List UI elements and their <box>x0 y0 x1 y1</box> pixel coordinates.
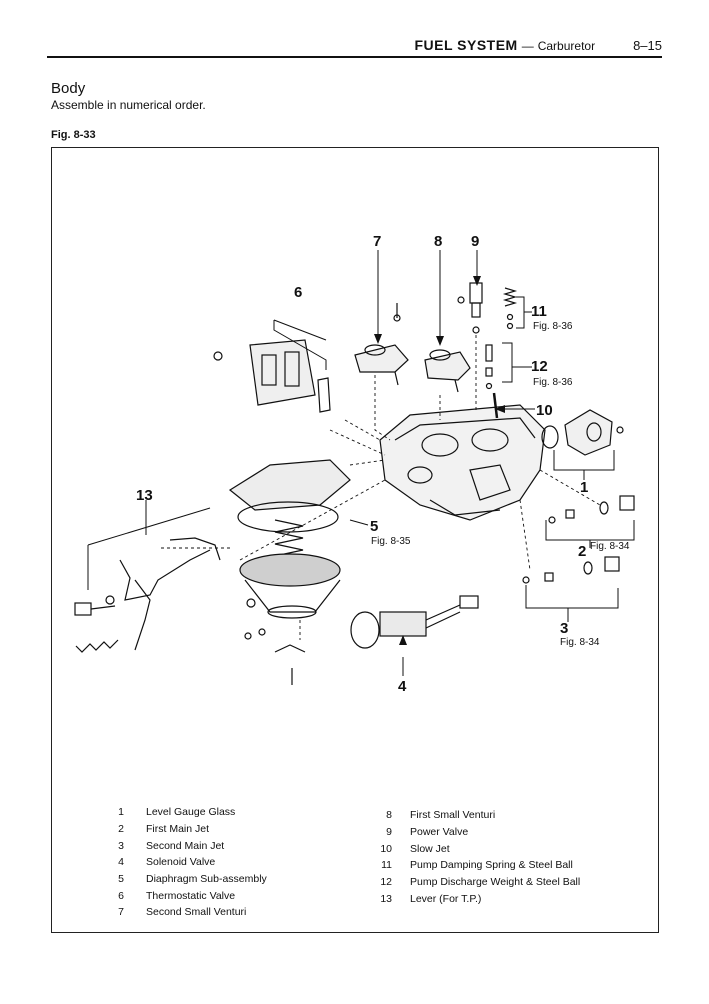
callout-6: 6 <box>294 284 302 301</box>
legend-row: 7 Second Small Venturi <box>92 904 267 921</box>
tp-lever <box>74 537 221 653</box>
page-number: 8–15 <box>633 38 662 53</box>
legend-row: 4 Solenoid Valve <box>92 854 267 871</box>
legend-row: 1 Level Gauge Glass <box>92 804 267 821</box>
legend-row: 2 First Main Jet <box>92 821 267 838</box>
page-header: FUEL SYSTEM — Carburetor 8–15 <box>47 34 662 58</box>
legend-label: First Main Jet <box>146 823 210 836</box>
legend-row: 5 Diaphragm Sub-assembly <box>92 871 267 888</box>
callout-1: 1 <box>580 479 588 496</box>
header-dash: — <box>521 39 534 53</box>
legend-row: 9 Power Valve <box>352 824 580 841</box>
legend-num: 8 <box>386 809 392 822</box>
callout-7: 7 <box>373 233 381 250</box>
legend-num: 11 <box>381 859 392 872</box>
legend-right: 8 First Small Venturi 9 Power Valve 10 Slow… <box>352 807 580 907</box>
legend-label: Diaphragm Sub-assembly <box>146 873 267 886</box>
callout-4: 4 <box>398 678 407 695</box>
ref-3: Fig. 8-34 <box>560 637 600 648</box>
ref-5: Fig. 8-35 <box>371 536 411 547</box>
legend-num: 3 <box>118 839 124 852</box>
first-main-jet <box>548 495 635 524</box>
legend-label: Thermostatic Valve <box>146 889 236 902</box>
diaphragm-sub-assembly <box>228 459 351 685</box>
callout-10: 10 <box>536 402 553 419</box>
legend-row: 8 First Small Venturi <box>352 807 580 824</box>
figure-frame <box>51 147 659 933</box>
legend-num: 9 <box>386 826 392 839</box>
legend-label: Second Small Venturi <box>146 906 247 919</box>
callout-9: 9 <box>471 233 479 250</box>
legend-num: 7 <box>118 906 124 919</box>
level-gauge-glass <box>541 409 624 456</box>
page-title: Body <box>51 80 86 97</box>
callout-8: 8 <box>434 233 442 250</box>
legend-label: Level Gauge Glass <box>146 806 236 819</box>
legend-label: Power Valve <box>410 826 469 839</box>
legend-row: 11 Pump Damping Spring & Steel Ball <box>352 857 580 874</box>
ref-11: Fig. 8-36 <box>533 321 573 332</box>
pump-discharge-weight <box>485 344 493 390</box>
legend-row: 3 Second Main Jet <box>92 837 267 854</box>
legend-label: Slow Jet <box>410 842 450 855</box>
ref-12: Fig. 8-36 <box>533 377 573 388</box>
figure-label: Fig. 8-33 <box>51 129 96 141</box>
legend-label: Pump Damping Spring & Steel Ball <box>410 859 573 872</box>
section-title: FUEL SYSTEM <box>414 37 518 53</box>
legend-num: 5 <box>118 873 124 886</box>
callout-5: 5 <box>370 518 378 535</box>
solenoid-valve <box>350 595 479 649</box>
power-valve <box>457 282 483 334</box>
legend-label: Lever (For T.P.) <box>410 892 482 905</box>
legend-num: 2 <box>118 823 124 836</box>
legend-num: 13 <box>380 892 392 905</box>
pump-damping-spring <box>502 287 518 330</box>
carburetor-body <box>379 404 546 521</box>
legend-num: 1 <box>118 806 124 819</box>
legend-row: 10 Slow Jet <box>352 840 580 857</box>
ref-2: Fig. 8-34 <box>590 541 630 552</box>
slow-jet <box>492 392 499 419</box>
callout-2: 2 <box>578 543 586 560</box>
callout-3: 3 <box>560 620 568 637</box>
legend-row: 13 Lever (For T.P.) <box>352 890 580 907</box>
legend-num: 4 <box>118 856 124 869</box>
subsection-title: Carburetor <box>537 39 596 53</box>
legend-row: 12 Pump Discharge Weight & Steel Ball <box>352 874 580 891</box>
callout-13: 13 <box>136 487 153 504</box>
callout-11: 11 <box>531 303 547 320</box>
legend-label: Second Main Jet <box>146 839 225 852</box>
legend-num: 10 <box>380 842 392 855</box>
legend-num: 12 <box>380 876 392 889</box>
second-small-venturi <box>354 303 409 386</box>
page-subtitle: Assemble in numerical order. <box>51 98 206 112</box>
first-small-venturi <box>424 349 471 393</box>
legend-row: 6 Thermostatic Valve <box>92 887 267 904</box>
legend-num: 6 <box>118 889 124 902</box>
callout-12: 12 <box>531 358 548 375</box>
legend-label: Solenoid Valve <box>146 856 216 869</box>
thermostatic-valve <box>213 339 331 413</box>
legend-label: First Small Venturi <box>410 809 496 822</box>
legend-label: Pump Discharge Weight & Steel Ball <box>410 876 581 889</box>
second-main-jet <box>522 556 620 584</box>
